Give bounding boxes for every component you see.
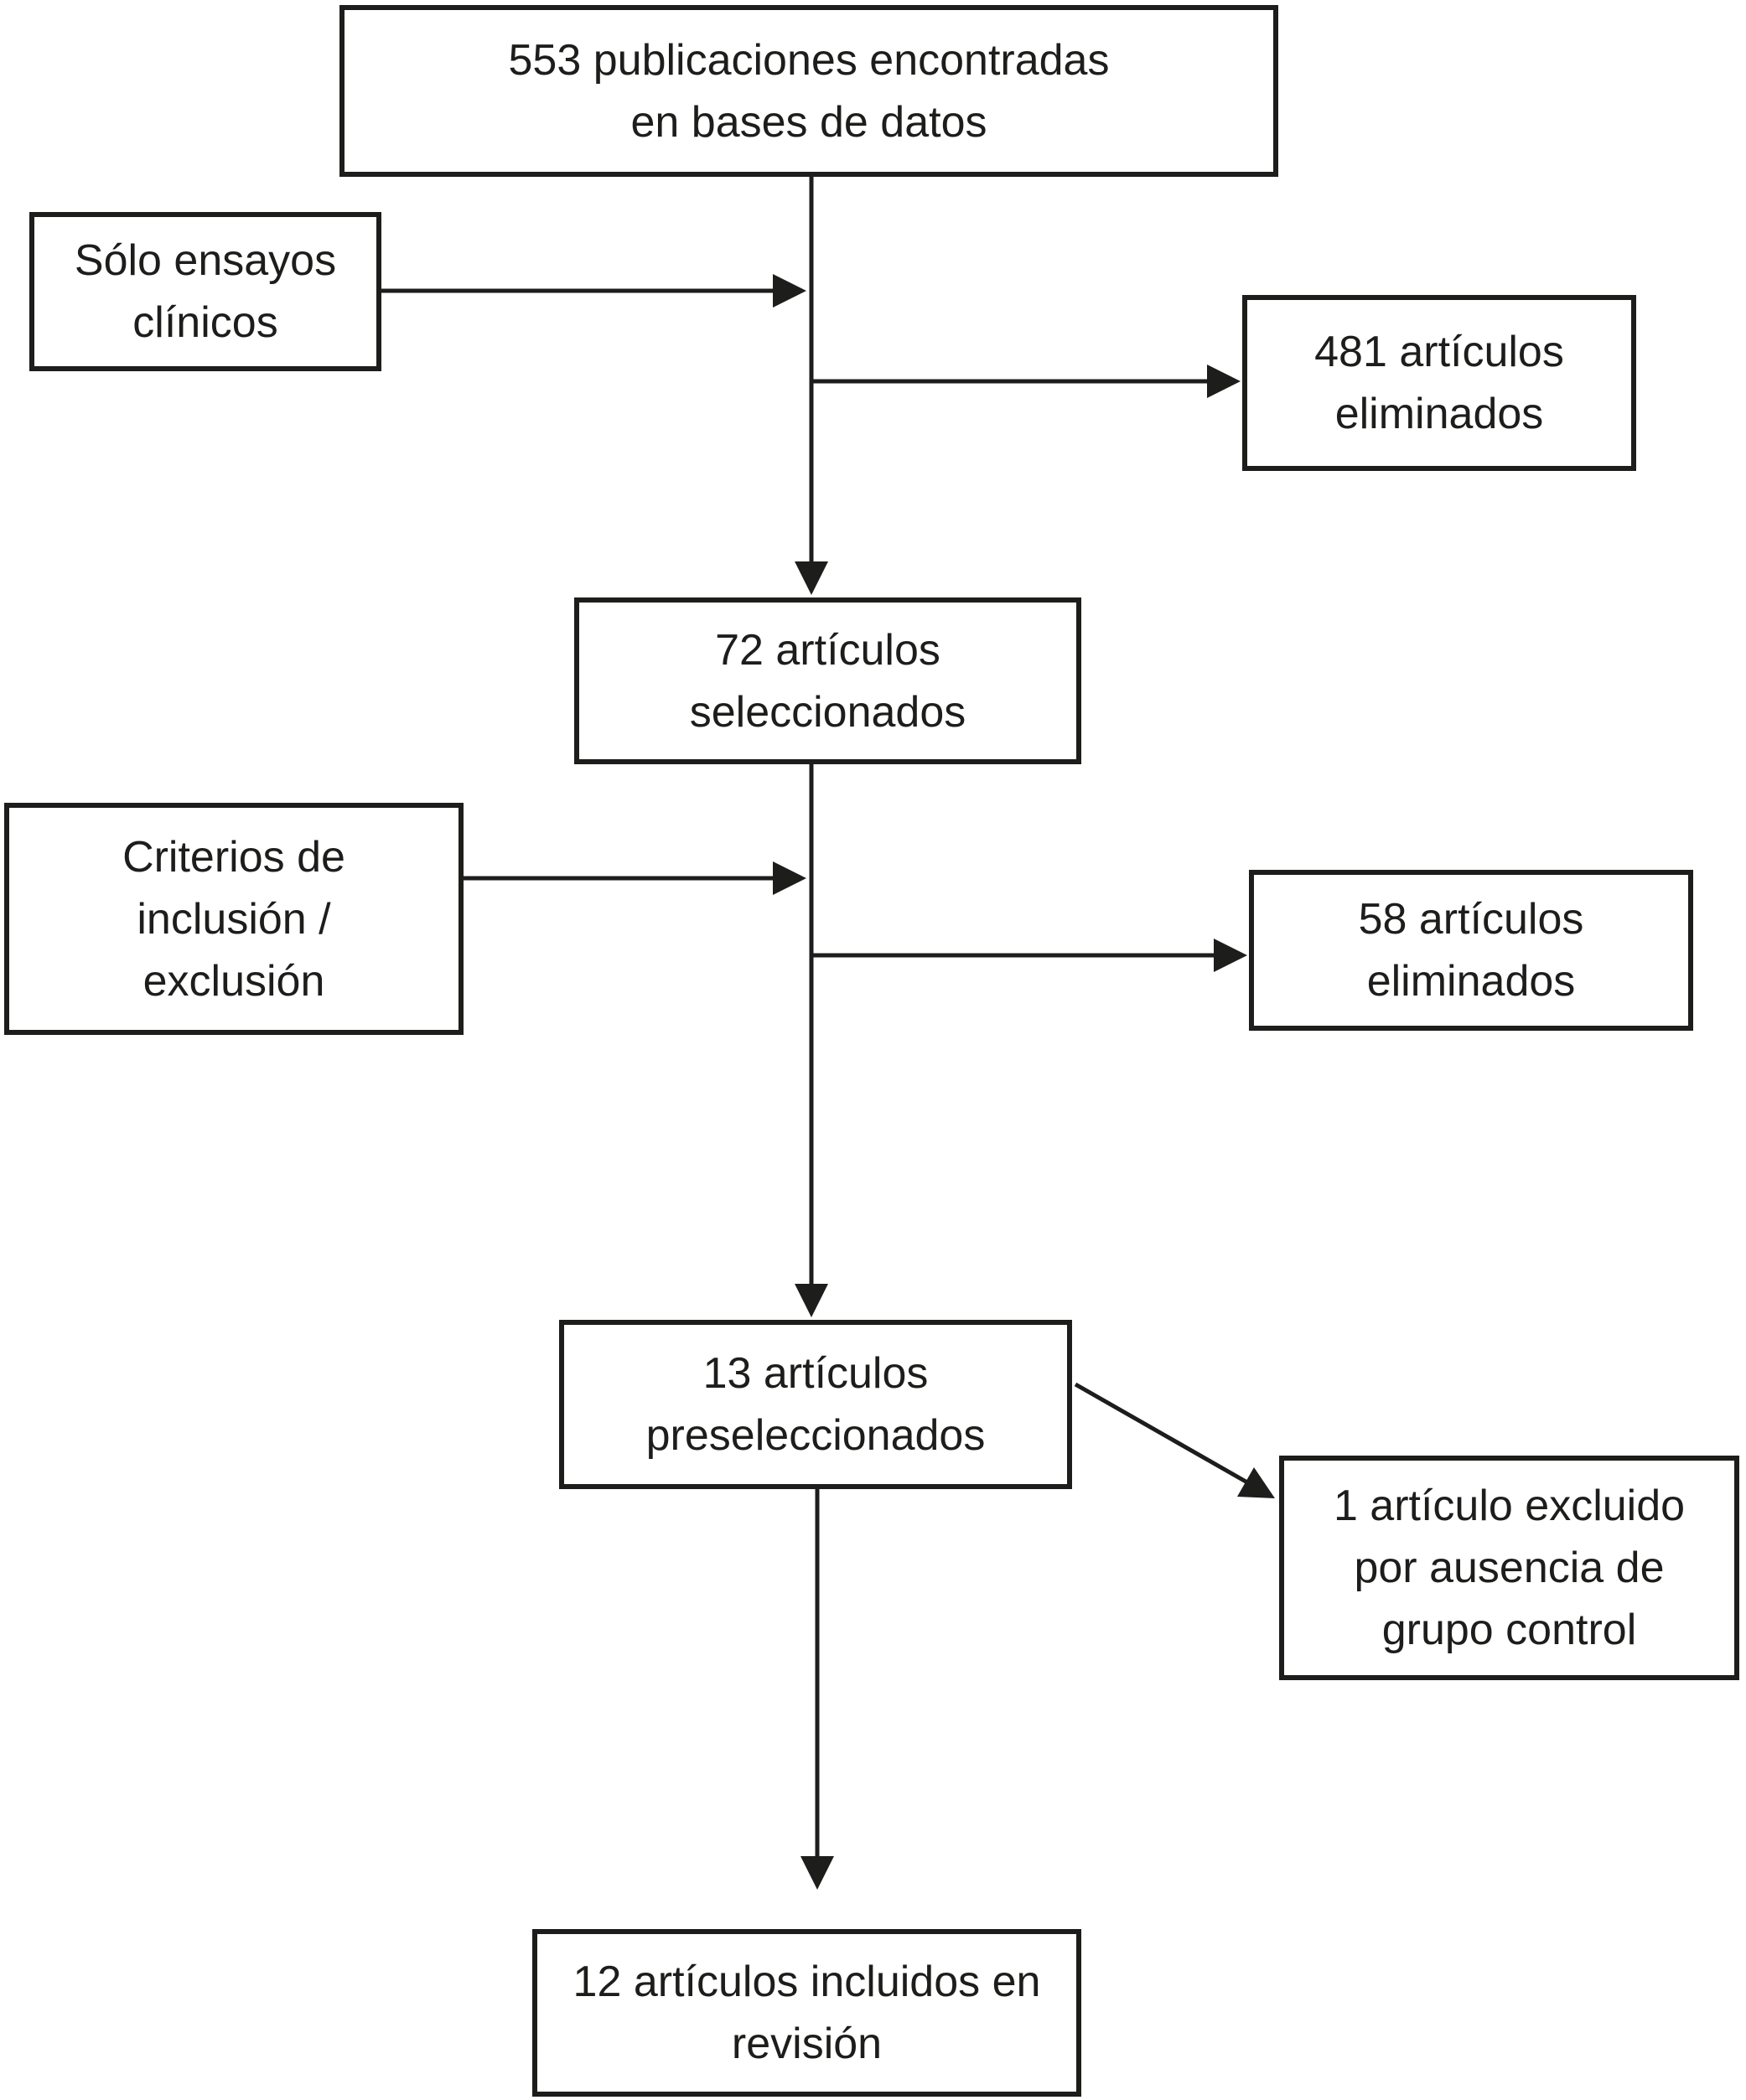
node-only-clinical-trials: Sólo ensayos clínicos [29,212,381,371]
arrowhead-down-into-included [800,1856,834,1890]
node-label-line: preseleccionados [645,1411,986,1460]
node-label-line: 1 artículo excluido [1333,1482,1686,1530]
arrowhead-right-removed-58 [1214,939,1247,972]
node-label-line: inclusión / [137,894,331,944]
node-1-article-excluded: 1 artículo excluido por ausencia de grup… [1279,1456,1739,1680]
arrowhead-diagonal-excluded [1237,1467,1275,1498]
node-label-line: seleccionados [689,687,966,737]
node-label-line: grupo control [1381,1606,1637,1654]
node-label-line: exclusión [142,956,325,1006]
node-inclusion-exclusion-criteria: Criterios de inclusión / exclusión [4,803,464,1035]
node-label-line: Sólo ensayos [74,236,337,285]
arrowhead-right-criteria [773,861,806,895]
arrowhead-right-only-trials [773,274,806,308]
arrowhead-right-removed-481 [1207,365,1241,398]
node-label-line: 12 artículos incluidos en [573,1958,1041,2006]
arrow-preselected-to-excluded [1074,1382,1249,1485]
node-publications-found: 553 publicaciones encontradas en bases d… [339,5,1278,177]
node-label-line: revisión [731,2020,883,2068]
node-label-line: eliminados [1366,957,1576,1006]
node-label-line: 481 artículos [1314,328,1564,376]
node-481-articles-removed: 481 artículos eliminados [1242,295,1636,471]
node-label-line: 58 artículos [1358,895,1584,944]
arrowhead-down-into-selected [795,561,828,595]
node-72-articles-selected: 72 artículos seleccionados [574,597,1081,764]
node-label-line: 553 publicaciones encontradas [508,35,1110,85]
node-12-articles-included: 12 artículos incluidos en revisión [532,1929,1081,2097]
node-label-line: en bases de datos [630,97,987,147]
node-label-line: eliminados [1334,390,1544,438]
node-label-line: 72 artículos [715,625,940,675]
node-label-line: 13 artículos [702,1349,929,1398]
node-label-line: Criterios de [122,832,345,882]
arrowhead-down-into-preselected [795,1284,828,1317]
node-label-line: por ausencia de [1354,1544,1665,1592]
node-13-articles-preselected: 13 artículos preseleccionados [559,1320,1072,1489]
node-label-line: clínicos [132,298,278,347]
node-58-articles-removed: 58 artículos eliminados [1249,870,1693,1031]
